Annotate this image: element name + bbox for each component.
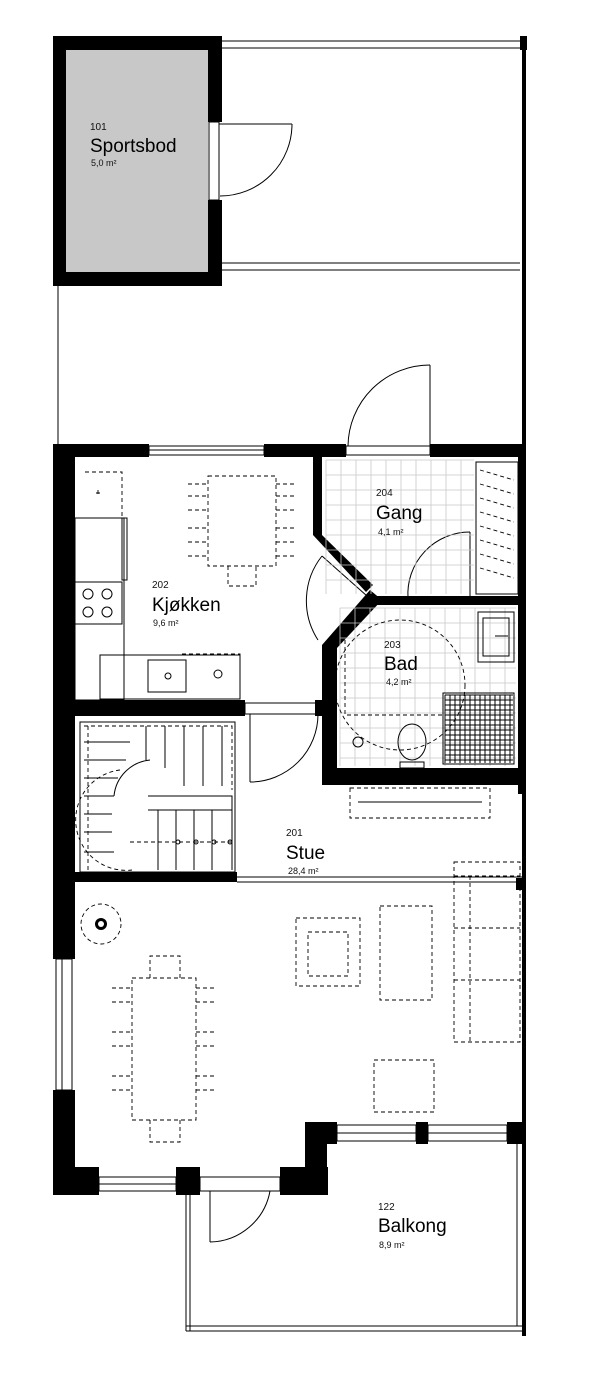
gang-wardrobe [475,461,519,595]
svg-text:Gang: Gang [376,503,422,524]
sportsbod-door-swing [219,123,293,197]
svg-text:8,9 m²: 8,9 m² [379,1240,405,1250]
svg-text:5,0 m²: 5,0 m² [91,158,117,168]
svg-text:28,4 m²: 28,4 m² [288,866,319,876]
svg-text:Bad: Bad [384,654,418,675]
room-label-balkong: 122 Balkong 8,9 m² [378,1202,447,1250]
bad-door [407,531,471,600]
svg-text:204: 204 [376,488,393,499]
toilet-icon [397,723,427,761]
svg-text:203: 203 [384,640,401,651]
room-label-gang: 204 Gang 4,1 m² [376,488,422,537]
svg-text:Balkong: Balkong [378,1216,447,1237]
entry-door-swing [347,364,431,447]
svg-text:202: 202 [152,580,169,591]
svg-text:Sportsbod: Sportsbod [90,136,177,157]
svg-text:Stue: Stue [286,843,325,864]
svg-text:9,6 m²: 9,6 m² [153,618,179,628]
sportsbod-room [53,36,293,286]
shower-area [442,692,515,765]
sportsbod-wall-right-lower [208,200,222,286]
room-label-stue: 201 Stue 28,4 m² [286,828,325,876]
svg-text:101: 101 [90,122,107,133]
sportsbod-wall-left [53,36,66,286]
room-label-bad: 203 Bad 4,2 m² [384,640,418,687]
balcony [185,1144,522,1332]
svg-text:Kjøkken: Kjøkken [152,595,221,616]
room-label-kjokken: 202 Kjøkken 9,6 m² [152,580,221,628]
svg-text:122: 122 [378,1202,395,1213]
sportsbod-door-jamb [208,121,220,201]
gang-tile-floor [325,459,474,594]
sportsbod-floor [66,50,208,272]
staircase [75,721,236,873]
sportsbod-wall-bottom [53,272,222,286]
svg-text:4,1 m²: 4,1 m² [378,527,404,537]
bad-fixtures [334,611,515,769]
living-furniture [80,787,521,1143]
sportsbod-wall-right-upper [208,36,222,122]
kitchen-furniture [74,471,296,701]
balcony-door-swing [209,1190,271,1243]
sportsbod-wall-top [53,36,222,50]
house-walls [53,364,526,1243]
svg-text:4,2 m²: 4,2 m² [386,677,412,687]
svg-text:201: 201 [286,828,303,839]
room-label-sportsbod: 101 Sportsbod 5,0 m² [90,122,177,168]
